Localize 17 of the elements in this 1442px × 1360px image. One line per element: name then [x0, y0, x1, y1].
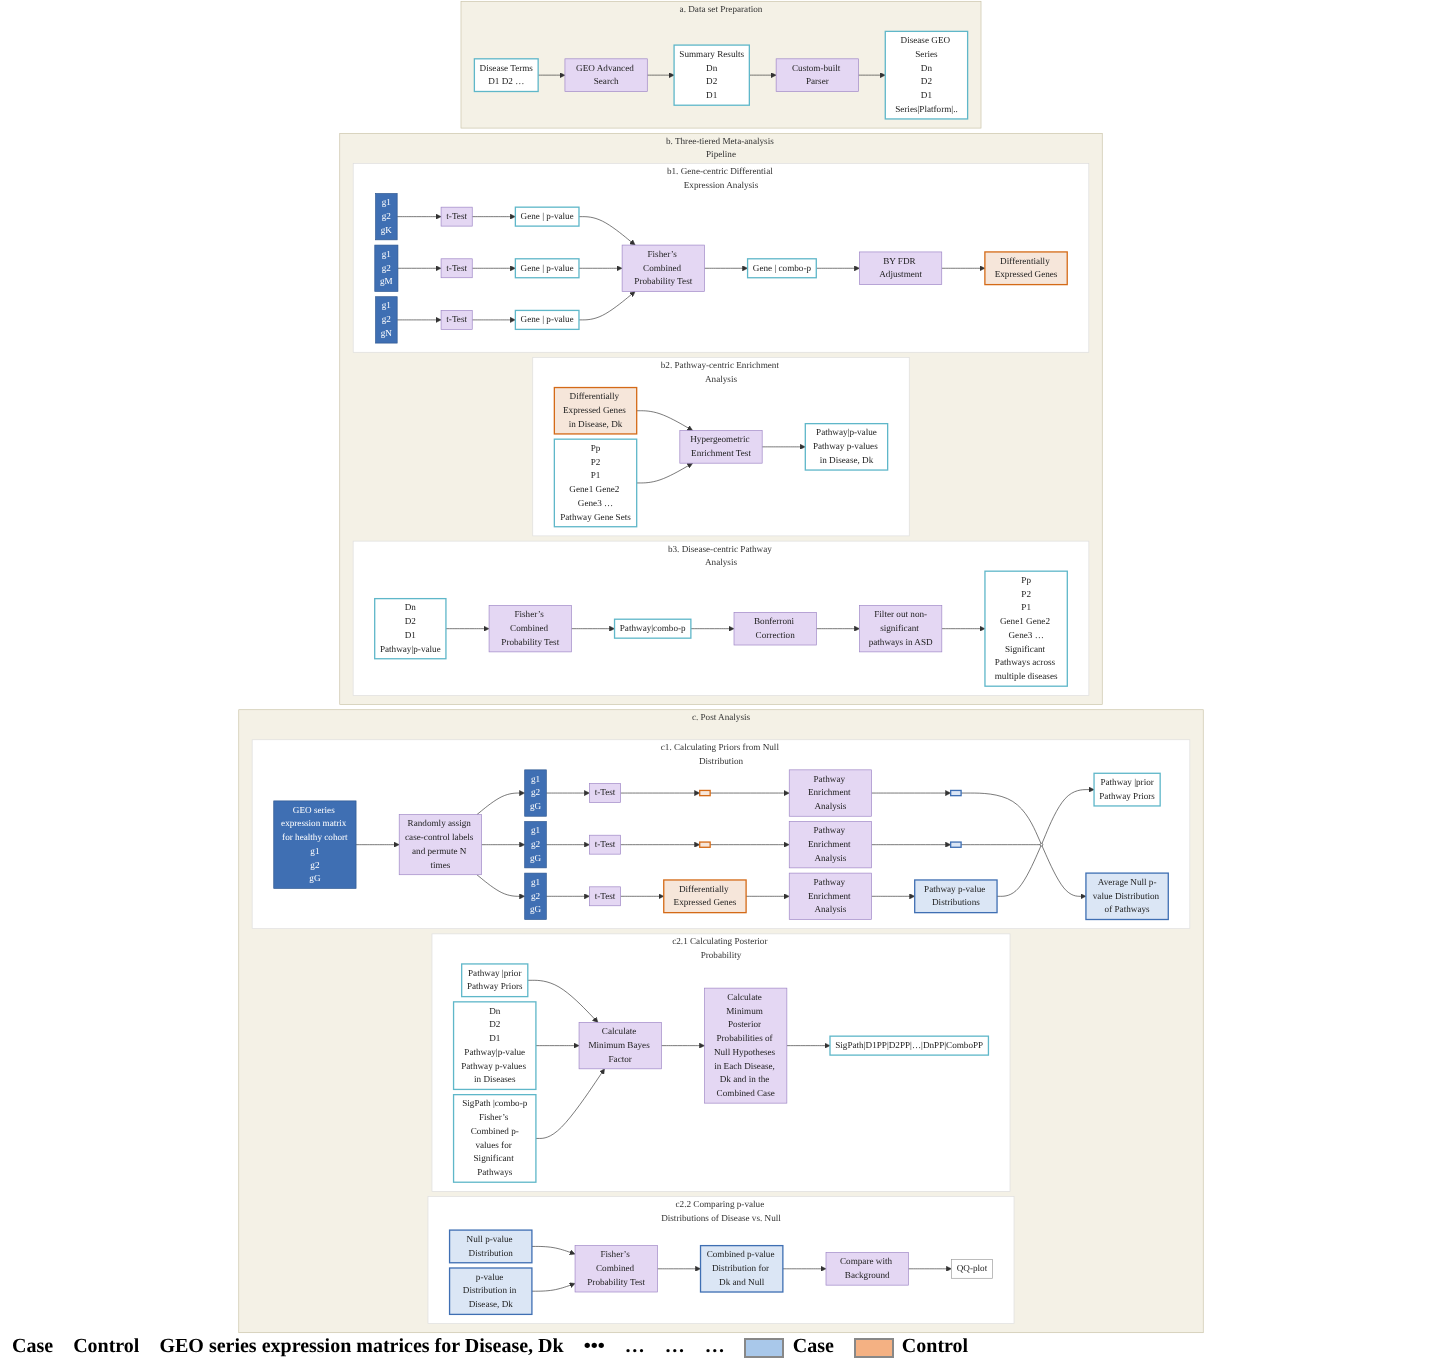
connector	[960, 792, 1042, 844]
node-bar	[699, 841, 711, 848]
note-label: Case	[12, 1336, 54, 1358]
note-label: …	[704, 1336, 725, 1358]
legend-label: Control	[901, 1336, 969, 1358]
note-label: Control	[73, 1336, 140, 1358]
legend-label: Case	[792, 1336, 834, 1358]
node-histogram	[950, 789, 962, 797]
note-label: GEO series expression matrices for Disease, Dk	[159, 1336, 564, 1358]
node-histogram	[950, 841, 962, 848]
note-label: …	[624, 1336, 645, 1358]
node-circle	[1039, 843, 1044, 847]
note-label: …	[664, 1336, 685, 1358]
note-label: •••	[583, 1336, 605, 1358]
node-bar	[699, 789, 711, 797]
connector	[996, 845, 1042, 897]
connector	[960, 844, 1041, 845]
